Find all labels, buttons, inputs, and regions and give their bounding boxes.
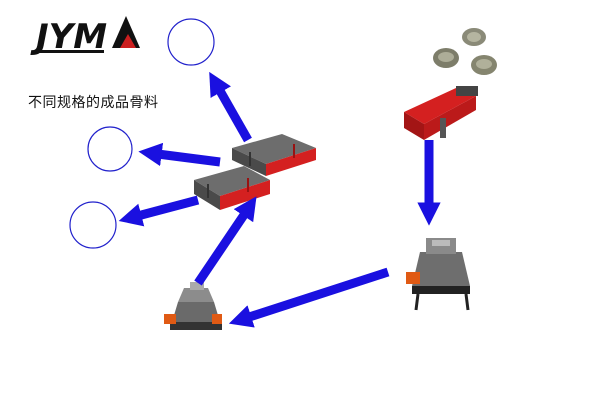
- jym-logo: JYM: [30, 16, 140, 57]
- output-circle-top: [167, 18, 215, 66]
- output-circle-middle: [87, 126, 133, 172]
- cone-crusher-icon: [406, 238, 470, 311]
- vibrating-feeder-icon: [404, 86, 478, 140]
- vibrating-screen-icon: [194, 166, 270, 210]
- arrow-hydraulic-to-screen: [194, 196, 257, 286]
- arrow-screen-to-bottom-output: [118, 195, 200, 227]
- arrow-crusher-to-hydraulic: [228, 267, 390, 328]
- output-circle-bottom: [69, 201, 117, 249]
- arrow-screen-to-middle-output: [138, 142, 221, 167]
- caption-finished-aggregates: 不同规格的成品骨料: [28, 95, 159, 111]
- raw-stone-icon: [433, 28, 497, 75]
- logo-peak-icon: [112, 16, 140, 48]
- vibrating-screen-icon: [232, 134, 316, 176]
- arrow-screen-to-top-output: [209, 71, 252, 143]
- hydraulic-cone-crusher-icon: [164, 282, 222, 330]
